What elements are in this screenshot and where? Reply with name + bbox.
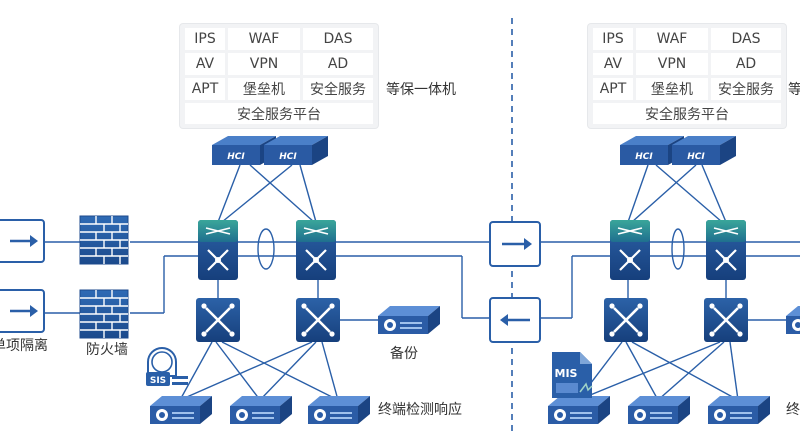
connection-lines [44,164,800,401]
backup-appliance-right [786,306,800,334]
svg-text:MIS: MIS [555,367,578,380]
endpoint-detection-label: 终端检测响应 [378,401,462,418]
core-switch-right-2 [706,220,746,280]
panel-cell: 堡垒机 [228,78,300,100]
firewall-1 [79,215,129,265]
panel-cell: DAS [711,28,781,50]
svg-text:SIS: SIS [150,376,166,386]
panel-cell: AD [711,53,781,75]
mis-icon: MIS [552,352,593,398]
hci-server-left-2: HCI [264,136,328,165]
panel-cell: AV [593,53,633,75]
endpoint-server [150,396,212,424]
svg-text:HCI: HCI [635,152,653,162]
endpoint-server [230,396,292,424]
all-in-one-label-right: 等 [788,82,800,98]
backup-label: 备份 [390,345,418,362]
single-isolation-label: 单项隔离 [0,337,48,354]
security-platform-cell: 安全服务平台 [593,103,781,124]
panel-cell: 安全服务 [303,78,373,100]
security-panel-left: IPS WAF DAS AV VPN AD APT 堡垒机 安全服务 安全服务平… [180,24,378,128]
security-panel-right: IPS WAF DAS AV VPN AD APT 堡垒机 安全服务 安全服务平… [588,24,786,128]
svg-text:HCI: HCI [227,152,245,162]
access-switch-left-2 [296,298,340,342]
panel-cell: 安全服务 [711,78,781,100]
panel-cell: APT [593,78,633,100]
endpoint-server [548,396,610,424]
firewall-label: 防火墙 [86,342,128,358]
link-aggregation-ring [257,228,275,270]
panel-cell: APT [185,78,225,100]
endpoint-server [308,396,370,424]
endpoint-server [628,396,690,424]
panel-cell: WAF [228,28,300,50]
gateway-forward-device [489,221,541,267]
panel-cell: 堡垒机 [636,78,708,100]
access-switch-right-2 [704,298,748,342]
svg-text:HCI: HCI [687,152,705,162]
access-switch-left-1 [196,298,240,342]
endpoint-server [708,396,770,424]
endpoint-detection-label-right: 终 [786,402,800,418]
svg-text:HCI: HCI [279,152,297,162]
panel-cell: AD [303,53,373,75]
backup-appliance [378,306,440,334]
panel-cell: IPS [185,28,225,50]
all-in-one-label: 等保一体机 [386,82,456,98]
core-switch-left-1 [198,220,238,280]
panel-cell: DAS [303,28,373,50]
panel-cell: AV [185,53,225,75]
access-switch-right-1 [604,298,648,342]
core-switch-right-1 [610,220,650,280]
hci-server-right-2: HCI [672,136,736,165]
single-isolation-device-1 [0,219,45,263]
security-platform-cell: 安全服务平台 [185,103,373,124]
panel-cell: IPS [593,28,633,50]
panel-cell: VPN [636,53,708,75]
firewall-2 [79,289,129,339]
gateway-backward-device [489,297,541,343]
single-isolation-device-2 [0,289,45,333]
sis-icon: SIS [146,347,188,386]
panel-cell: WAF [636,28,708,50]
link-aggregation-ring [671,228,685,270]
panel-cell: VPN [228,53,300,75]
core-switch-left-2 [296,220,336,280]
